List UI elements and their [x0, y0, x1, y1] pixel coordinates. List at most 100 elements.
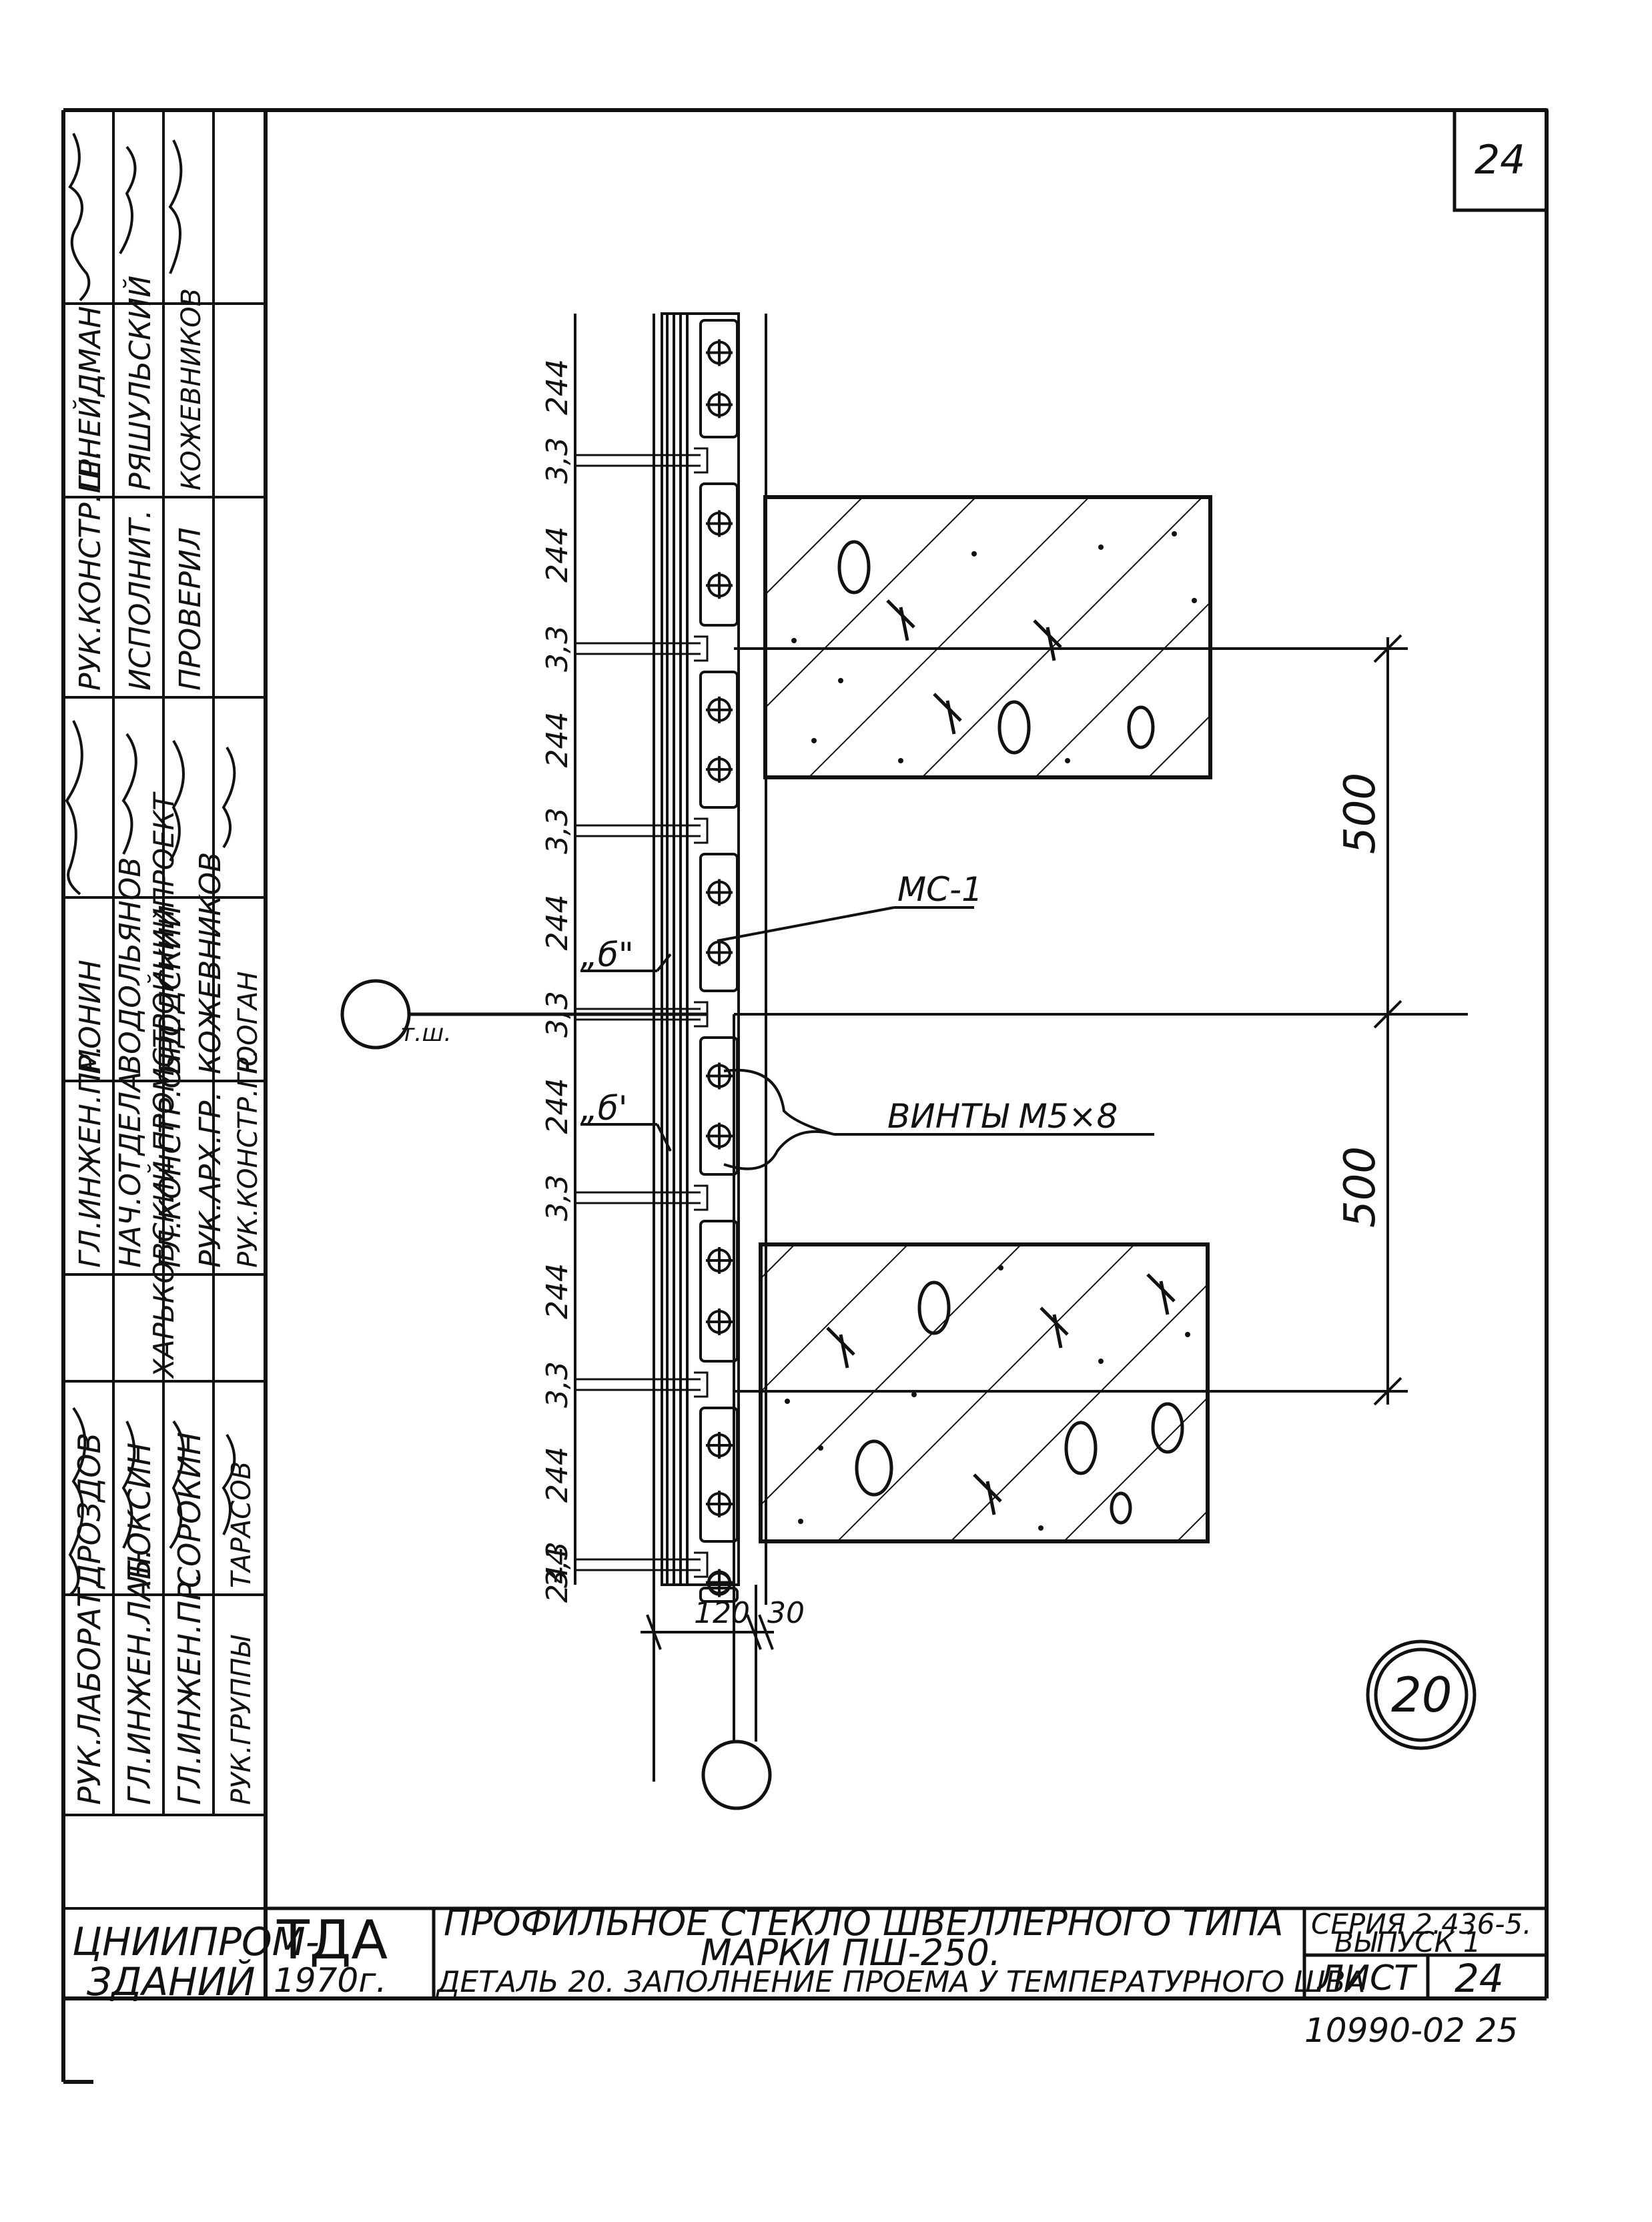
stamp-name: МОНИН — [73, 960, 107, 1074]
seam-line — [575, 817, 709, 844]
signatures — [65, 133, 236, 1596]
issue-label: ВЫПУСК 1 — [1334, 1926, 1481, 1958]
guide-lines — [574, 314, 774, 1782]
seam-line — [575, 1551, 709, 1578]
screw-cross — [706, 879, 733, 906]
temp-joint-label: т.ш. — [400, 1020, 452, 1047]
stamp-role: РУК.ГРУППЫ — [226, 1634, 257, 1805]
dimension-30: 30 — [767, 1596, 805, 1630]
stamp-name: ЛЮКСИН — [121, 1443, 157, 1589]
profile-module — [699, 482, 739, 627]
series-label: СЕРИЯ 2.436-5. — [1311, 1908, 1532, 1940]
tda-label: ТДА — [276, 1909, 388, 1971]
stamp-role: РУК.КОНСТР.ГР. — [73, 450, 107, 691]
module-labels: 2443,32443,32443,32443,32443,32443,32443… — [540, 359, 574, 1603]
module-dimension-label: 244 — [540, 1547, 574, 1603]
stamp-name: СОРОКИН — [171, 1432, 208, 1588]
year-label: 1970г. — [274, 1961, 386, 2000]
label-b2: „б" — [580, 936, 634, 974]
stamp-name: ТАРАСОВ — [226, 1461, 257, 1588]
stamp-name: ДРОЗДОВ — [71, 1433, 107, 1589]
sheet-number: 24 — [1455, 1956, 1504, 2001]
screw-cross — [706, 1432, 733, 1459]
screw-cross — [706, 339, 733, 366]
stamp-role: РУК.КОНСТР.ГР. — [233, 1049, 264, 1268]
title-line-1: ПРОФИЛЬНОЕ СТЕКЛО ШВЕЛЛЕРНОГО ТИПА — [444, 1902, 1284, 1944]
module-dimension-label: 244 — [540, 1078, 574, 1134]
axis-markers — [340, 979, 1477, 1810]
seam-line — [575, 1371, 709, 1398]
title-line-3: ДЕТАЛЬ 20. ЗАПОЛНЕНИЕ ПРОЕМА У ТЕМПЕРАТУ… — [436, 1965, 1366, 1999]
profile-module — [699, 671, 739, 809]
screw-cross — [706, 572, 733, 599]
stamp-role: РУК.АРХ.ГР. — [193, 1092, 228, 1268]
stamp-strip — [63, 110, 266, 1910]
screw-cross — [706, 1491, 733, 1517]
stamp-name: БРОДСКИЙ — [152, 905, 187, 1074]
label-screws: ВИНТЫ М5×8 — [887, 1097, 1118, 1136]
concrete-block-upper — [763, 495, 1212, 779]
seam-line — [575, 635, 709, 662]
label-mc1: МС-1 — [897, 870, 983, 909]
module-dimension-label: 3,3 — [540, 991, 574, 1038]
module-dimension-label: 3,3 — [540, 1174, 574, 1221]
callout-lines — [580, 906, 1154, 1170]
module-dimension-label: 244 — [540, 712, 574, 768]
institute-name: ЗДАНИЙ — [87, 1958, 256, 2004]
screw-cross — [706, 1247, 733, 1274]
organization-name: ХАРЬКОВСКИЙ ПРОМСТРОЙНИИПРОЕКТ — [147, 791, 180, 1379]
dimension-120: 120 — [694, 1596, 750, 1630]
module-dimension-label: 244 — [540, 895, 574, 951]
title-block — [266, 1906, 1547, 1998]
profile-module — [699, 1407, 739, 1543]
module-dimension-label: 3,3 — [540, 1361, 574, 1408]
stamp-role: ИСПОЛНИТ. — [123, 510, 157, 691]
seam-line — [575, 1184, 709, 1211]
module-dimension-label: 244 — [540, 526, 574, 583]
stamp-block-dept: ГЛ.ИНЖЕН.ПР. НАЧ.ОТДЕЛА ГЛ.КОНСТР.ОТД. Р… — [73, 852, 264, 1268]
seam-lines — [575, 447, 709, 1578]
stamp-name: ЮОГАН — [233, 972, 264, 1074]
stamp-role: НАЧ.ОТДЕЛА — [113, 1072, 147, 1268]
dimension-500-upper: 500 — [1336, 773, 1385, 854]
stamp-role: ГЛ.ИНЖЕН.ПР. — [171, 1572, 208, 1805]
stamp-role: ГЛ.КОНСТР.ОТД. — [153, 1015, 187, 1268]
profile-module — [699, 319, 739, 438]
screw-cross — [706, 1122, 733, 1150]
stamp-role: ГЛ.ИНЖЕН.ЛАБ. — [121, 1549, 157, 1805]
screw-cross — [706, 696, 733, 723]
screw-cross — [706, 1062, 733, 1090]
bottom-code: 10990-02 25 — [1304, 2011, 1518, 2050]
concrete-block-lower — [759, 1242, 1210, 1543]
stamp-name: РЯШУЛЬСКИЙ — [122, 276, 157, 490]
module-dimension-label: 244 — [540, 359, 574, 415]
detail-number: 20 — [1391, 1667, 1453, 1723]
page-number-box — [1453, 108, 1549, 212]
stamp-role: ГЛ.ИНЖЕН.ПР. — [73, 1046, 107, 1268]
screw-cross — [706, 510, 733, 537]
stamp-role: ПРОВЕРИЛ — [173, 527, 208, 691]
stamp-name: КОЖЕВНИКОВ — [176, 288, 207, 490]
stamp-name: КОЖЕВНИКОВ — [193, 852, 228, 1074]
title-line-2: МАРКИ ПШ-250. — [701, 1932, 1001, 1974]
institute-name: ЦНИИПРОМ- — [72, 1919, 320, 1964]
module-dimension-label: 3,3 — [540, 1541, 574, 1588]
screw-cross — [706, 756, 733, 783]
stamp-name: ВОДОЛЬЯНОВ — [113, 857, 147, 1074]
page-number: 24 — [1475, 137, 1525, 183]
profile-module — [699, 1036, 739, 1176]
module-dimension-label: 3,3 — [540, 437, 574, 484]
stamp-name: ШНЕЙДМАН — [72, 306, 107, 490]
stamp-block-group: РУК.КОНСТР.ГР. ИСПОЛНИТ. ПРОВЕРИЛ ШНЕЙДМ… — [72, 276, 208, 691]
dimension-lines — [734, 634, 1468, 1406]
profile-module — [699, 1220, 739, 1363]
profile-module — [699, 853, 739, 992]
screw-cross — [706, 391, 733, 418]
dimension-500-lower: 500 — [1336, 1146, 1385, 1228]
stamp-block-lab: РУК.ЛАБОРАТ. ГЛ.ИНЖЕН.ЛАБ. ГЛ.ИНЖЕН.ПР. … — [71, 1432, 257, 1805]
module-dimension-label: 244 — [540, 1263, 574, 1319]
label-b1: „б' — [580, 1089, 627, 1128]
glass-profile-assembly — [661, 312, 740, 1603]
screw-cross — [706, 939, 733, 966]
